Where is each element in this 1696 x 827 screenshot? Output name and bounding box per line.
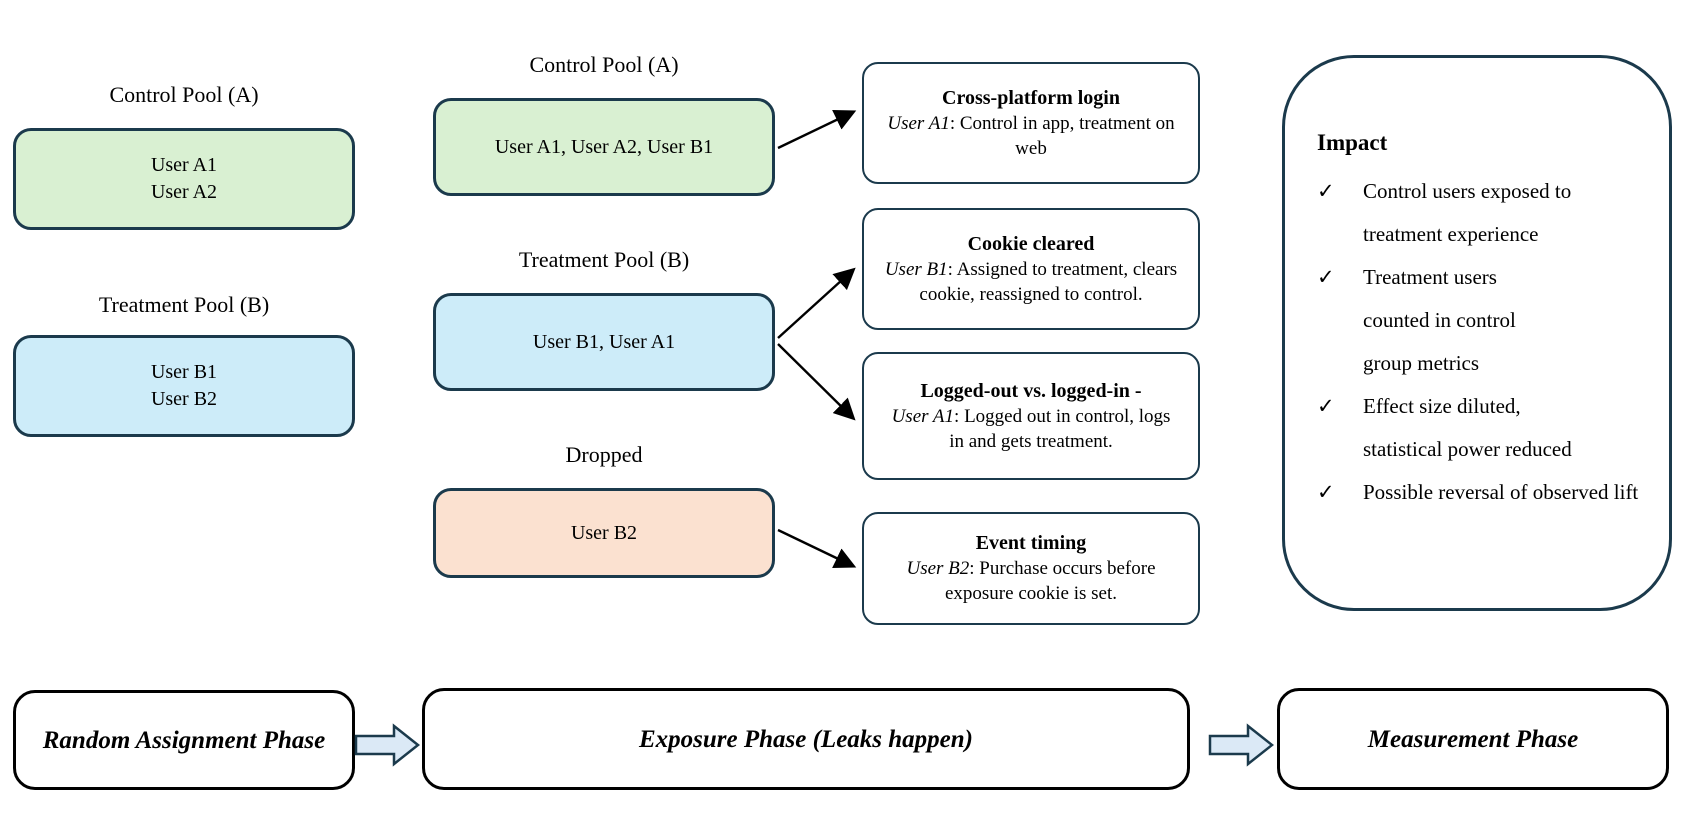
- leak-box-logged-out-vs-logged-in: Logged-out vs. logged-in - User A1: Logg…: [862, 352, 1200, 480]
- impact-item-text: Treatment users counted in control group…: [1363, 265, 1516, 375]
- impact-heading: Impact: [1317, 130, 1388, 155]
- impact-item-text: Effect size diluted, statistical power r…: [1363, 394, 1572, 461]
- leak-user: User B1: [884, 258, 948, 280]
- phase-label: Random Assignment Phase: [42, 726, 326, 754]
- leak-box-cross-platform-login: Cross-platform login User A1: Control in…: [862, 62, 1200, 184]
- assignment-treatment-pool-title: Treatment Pool (B): [98, 292, 270, 317]
- impact-item: ✓ Possible reversal of observed lift: [1317, 471, 1639, 514]
- block-arrow-icon: [1208, 723, 1275, 767]
- assignment-treatment-pool-box: User B1 User B2: [13, 335, 355, 437]
- user-label: User A2: [150, 181, 218, 203]
- exposure-control-pool-box: User A1, User A2, User B1: [433, 98, 775, 196]
- exposure-treatment-pool-box: User B1, User A1: [433, 293, 775, 391]
- impact-item-text: Possible reversal of observed lift: [1363, 480, 1639, 504]
- leak-desc: User B2: Purchase occurs before exposure…: [906, 558, 1156, 604]
- user-list: User B2: [570, 521, 638, 544]
- phase-box-exposure: Exposure Phase (Leaks happen): [422, 688, 1190, 790]
- impact-panel: Impact ✓ Control users exposed to treatm…: [1282, 55, 1672, 611]
- user-label: User A1: [150, 154, 218, 176]
- exposure-treatment-pool-title: Treatment Pool (B): [518, 247, 690, 272]
- leak-desc: User B1: Assigned to treatment, clears c…: [884, 258, 1178, 305]
- phase-label: Exposure Phase (Leaks happen): [638, 725, 974, 753]
- impact-item: ✓ Effect size diluted, statistical power…: [1317, 385, 1639, 471]
- user-label: User B2: [150, 388, 218, 410]
- check-icon: ✓: [1317, 480, 1335, 504]
- impact-item-text: Control users exposed to treatment exper…: [1363, 179, 1572, 246]
- user-label: User B1: [150, 361, 218, 383]
- arrow-treatment-to-cookiecleared: [777, 267, 856, 339]
- leak-user: User A1: [887, 112, 950, 134]
- check-icon: ✓: [1317, 394, 1335, 418]
- block-arrow-icon: [354, 723, 421, 767]
- leak-user: User B2: [906, 558, 970, 579]
- phase-label: Measurement Phase: [1367, 725, 1579, 753]
- user-list: User B1, User A1: [532, 330, 676, 353]
- leak-desc: User A1: Control in app, treatment on we…: [887, 112, 1175, 159]
- impact-item: ✓ Control users exposed to treatment exp…: [1317, 170, 1639, 256]
- exposure-control-pool-title: Control Pool (A): [529, 52, 679, 77]
- phase-box-random-assignment: Random Assignment Phase: [13, 690, 355, 790]
- leak-title: Event timing: [975, 532, 1087, 554]
- leak-title: Cookie cleared: [967, 232, 1095, 255]
- assignment-control-pool-title: Control Pool (A): [109, 82, 259, 107]
- leak-title: Cross-platform login: [942, 86, 1120, 109]
- leak-box-cookie-cleared: Cookie cleared User B1: Assigned to trea…: [862, 208, 1200, 330]
- arrow-control-to-crossplatform: [777, 110, 857, 150]
- dropped-pool-box: User B2: [433, 488, 775, 578]
- leak-box-event-timing: Event timing User B2: Purchase occurs be…: [862, 512, 1200, 625]
- user-list: User A1, User A2, User B1: [494, 135, 714, 158]
- leak-desc: User A1: Logged out in control, logs in …: [891, 405, 1171, 452]
- arrow-dropped-to-eventtiming: [777, 528, 857, 568]
- leak-user: User A1: [891, 405, 955, 427]
- check-icon: ✓: [1317, 179, 1335, 203]
- impact-item: ✓ Treatment users counted in control gro…: [1317, 256, 1639, 385]
- assignment-control-pool-box: User A1 User A2: [13, 128, 355, 230]
- arrow-treatment-to-loggedout: [777, 343, 856, 421]
- check-icon: ✓: [1317, 265, 1335, 289]
- phase-box-measurement: Measurement Phase: [1277, 688, 1669, 790]
- leak-title: Logged-out vs. logged-in -: [920, 379, 1142, 402]
- dropped-pool-title: Dropped: [565, 442, 643, 467]
